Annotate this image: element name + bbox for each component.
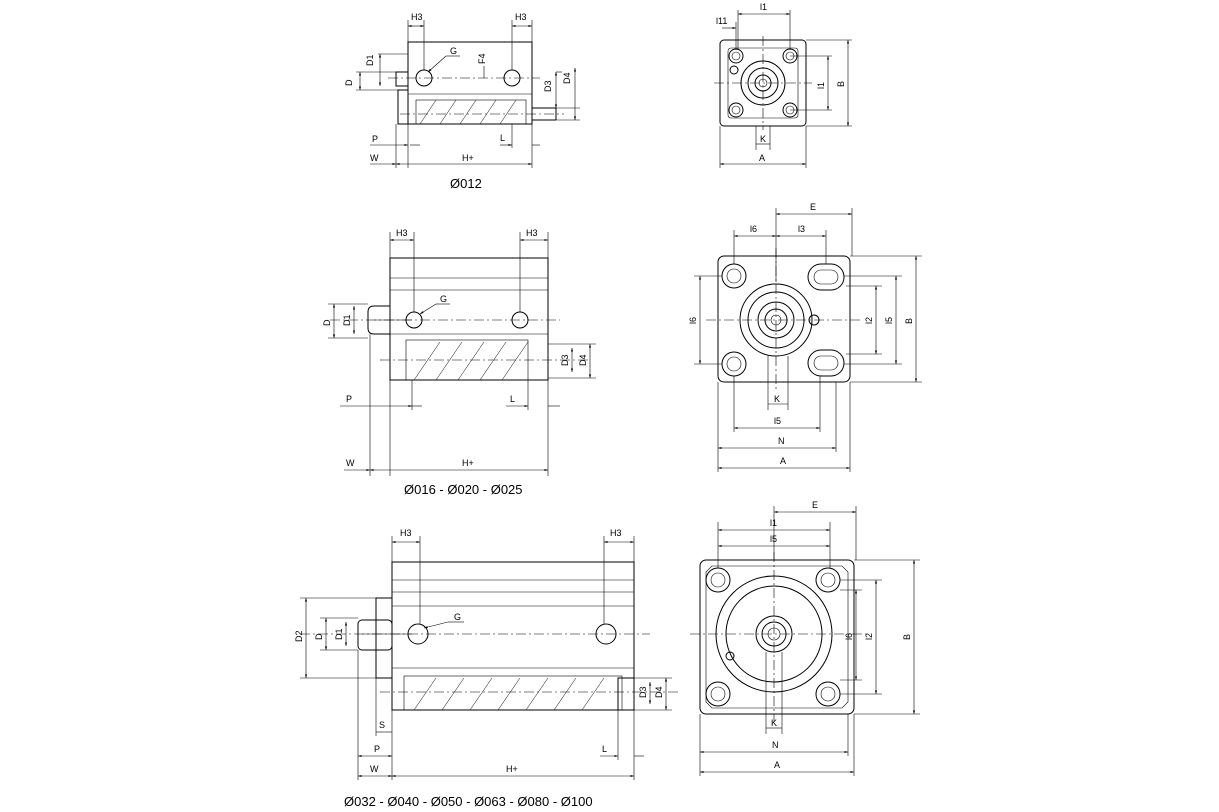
label-l2-b: l2 (864, 633, 874, 640)
label-l6-a: l6 (750, 224, 757, 234)
label-h3-f: H3 (610, 528, 622, 538)
label-b-c: B (902, 634, 912, 640)
label-d3-c: D3 (638, 686, 648, 698)
label-g-b: G (440, 294, 447, 304)
label-p-b: P (346, 394, 352, 404)
side-view-d012: H3 H3 G F4 D D1 D3 D4 P (344, 12, 580, 191)
label-hplus-a: H+ (462, 153, 474, 163)
label-k-b: K (774, 394, 780, 404)
label-d-c: D (314, 633, 324, 640)
label-k-a: K (760, 134, 766, 144)
label-a-c: A (774, 760, 780, 770)
label-p-a: P (372, 134, 378, 144)
label-l5-c: l5 (770, 534, 777, 544)
label-h3-a: H3 (411, 12, 423, 22)
label-l2-a: l2 (864, 317, 874, 324)
side-view-d016-d025: H3 H3 G D D1 D3 D4 P L W H+ Ø01 (322, 228, 596, 497)
label-n-b: N (772, 740, 779, 750)
end-view-d012: l1 l11 l1 B K A (714, 2, 852, 168)
side-view-d032-d100: H3 H3 G D2 D D1 D3 D4 S P L (294, 528, 680, 809)
label-b-a: B (836, 81, 846, 87)
label-f4: F4 (477, 53, 487, 64)
caption-d016-d025: Ø016 - Ø020 - Ø025 (404, 482, 523, 497)
label-s: S (379, 720, 385, 730)
label-hplus-b: H+ (462, 458, 474, 468)
label-l1-a: l1 (760, 2, 767, 12)
label-g-a: G (450, 46, 457, 56)
label-l6-b: l6 (688, 317, 698, 324)
label-g-c: G (454, 612, 461, 622)
label-l1-b: l1 (816, 82, 826, 89)
label-hplus-c: H+ (506, 764, 518, 774)
label-d3-a: D3 (543, 80, 553, 92)
label-l-b: L (510, 394, 515, 404)
caption-d032-d100: Ø032 - Ø040 - Ø050 - Ø063 - Ø080 - Ø100 (344, 794, 593, 809)
bore-hatch (413, 677, 605, 711)
label-d2: D2 (294, 630, 304, 642)
label-h3-b: H3 (515, 12, 527, 22)
end-view-d032-d100: E l1 l5 l6 l2 B K N A (690, 500, 920, 776)
label-d3-b: D3 (560, 354, 570, 366)
label-a-b: A (780, 456, 786, 466)
label-d4-a: D4 (562, 72, 572, 84)
label-b-b: B (904, 318, 914, 324)
label-p-c: P (374, 744, 380, 754)
label-d1-b: D1 (342, 314, 352, 326)
label-l6-c: l6 (844, 633, 854, 640)
label-w-b: W (346, 458, 355, 468)
label-e-b: E (812, 500, 818, 510)
label-e-a: E (810, 202, 816, 212)
label-w-a: W (370, 153, 379, 163)
label-l-a: L (500, 133, 505, 143)
label-h3-e: H3 (400, 528, 412, 538)
label-n-a: N (778, 436, 785, 446)
label-d4-b: D4 (578, 354, 588, 366)
label-d-a: D (344, 79, 354, 86)
label-l5-b: l5 (774, 416, 781, 426)
label-d1-a: D1 (365, 54, 375, 66)
label-h3-d: H3 (526, 228, 538, 238)
caption-d012: Ø012 (450, 176, 482, 191)
label-l3: l3 (798, 224, 805, 234)
label-k-c: K (771, 718, 777, 728)
label-h3-c: H3 (396, 228, 408, 238)
label-l5-a: l5 (884, 317, 894, 324)
label-l11: l11 (716, 16, 727, 26)
label-w-c: W (370, 764, 379, 774)
bore-hatch (413, 341, 529, 381)
label-d1-c: D1 (334, 628, 344, 640)
label-d-b: D (322, 319, 332, 326)
label-l1-c: l1 (770, 518, 777, 528)
label-l-c: L (602, 744, 607, 754)
bore-hatch (419, 99, 517, 125)
label-d4-c: D4 (654, 686, 664, 698)
end-view-d016-d025: E l6 l3 l6 l2 l5 B K l5 (688, 202, 922, 472)
label-a-a: A (759, 153, 765, 163)
